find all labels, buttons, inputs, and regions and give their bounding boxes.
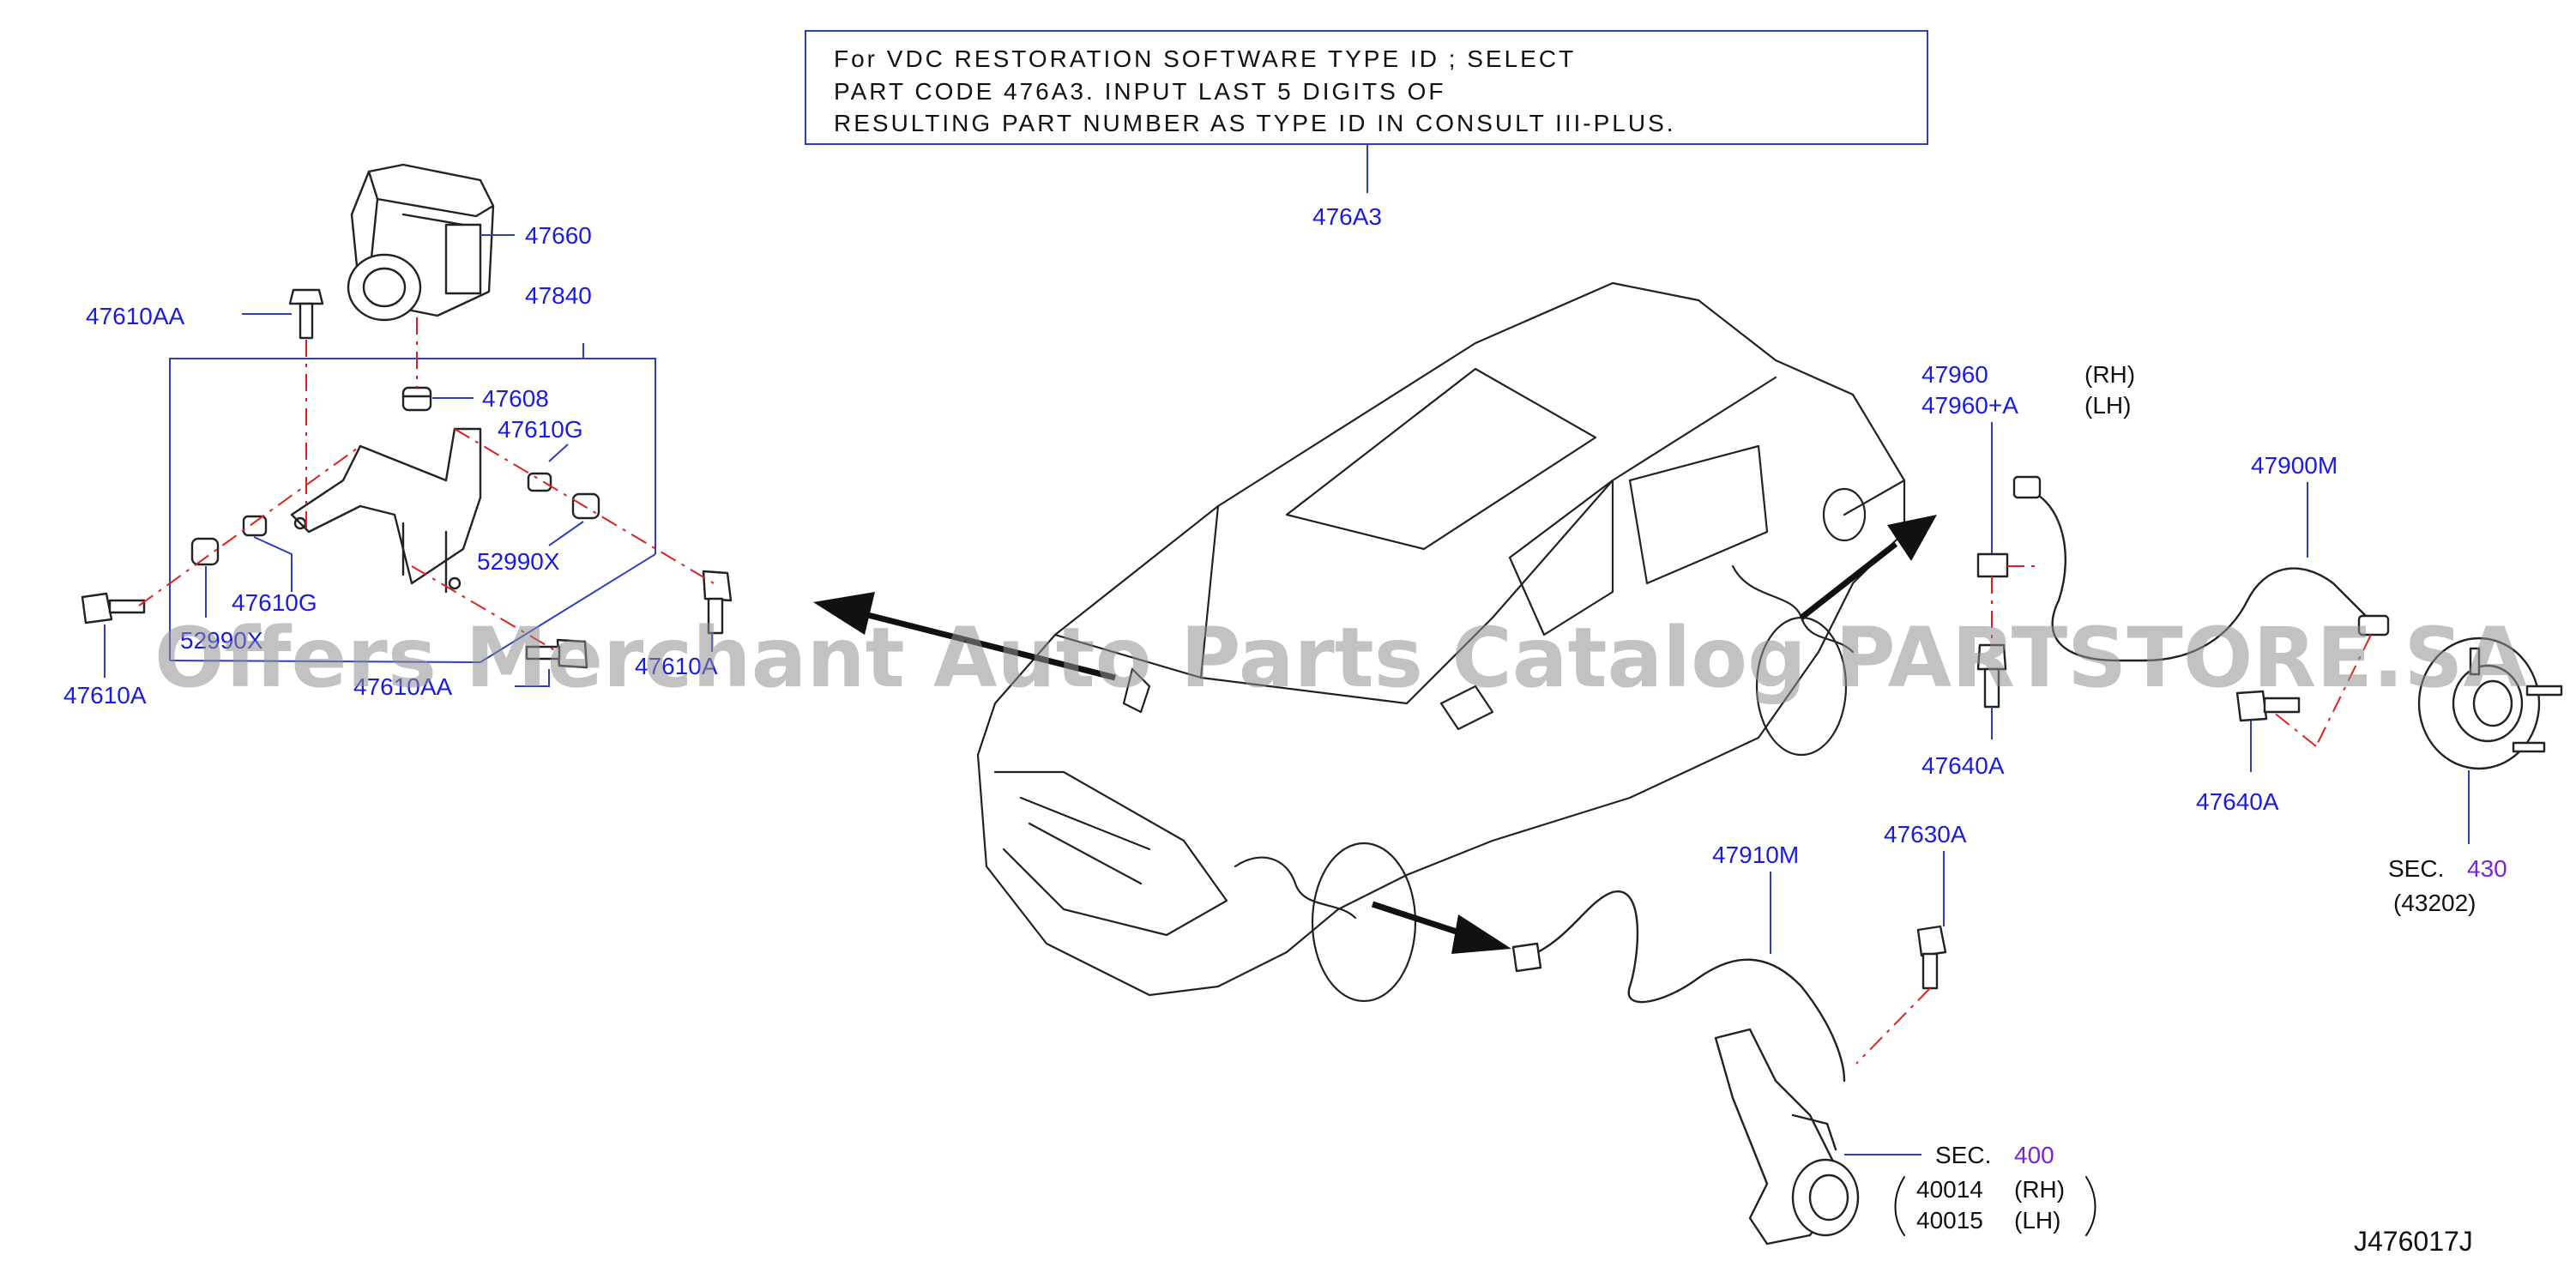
wheel-hub: [2417, 636, 2563, 770]
note-box: For VDC RESTORATION SOFTWARE TYPE ID ; S…: [805, 30, 1928, 230]
label-47840: 47840: [525, 282, 592, 309]
watermark: Offers Merchant Auto Parts Catalog PARTS…: [154, 610, 2527, 706]
bolt-47610A-left: [81, 592, 146, 624]
label-40015: 40015: [1916, 1207, 1983, 1234]
label-43202: (43202): [2393, 890, 2476, 916]
label-rh-2: (RH): [2014, 1176, 2065, 1203]
label-47610G-left: 47610G: [232, 589, 317, 616]
label-sec-400-word: SEC.: [1935, 1142, 1991, 1168]
figure-reference: J476017J: [2354, 1226, 2473, 1257]
label-47630A: 47630A: [1884, 821, 1967, 848]
label-sec-430: 430: [2467, 855, 2507, 882]
label-47610AA-top: 47610AA: [86, 303, 185, 329]
arrow-left: [813, 592, 1116, 681]
bolt-47610A-right: [702, 570, 733, 635]
bracket: [290, 427, 482, 594]
label-52990X-left: 52990X: [180, 627, 263, 654]
note-line-1: For VDC RESTORATION SOFTWARE TYPE ID ; S…: [834, 45, 1576, 72]
grommet-47608: [401, 386, 432, 412]
label-rh: (RH): [2084, 361, 2135, 388]
arrow-right-rear: [1799, 515, 1937, 620]
bushing-right: [527, 472, 600, 520]
steering-knuckle: [1714, 1028, 1860, 1246]
actuator-group: 47660 47610AA 47840 47608 47610G: [63, 163, 733, 709]
note-line-3: RESULTING PART NUMBER AS TYPE ID IN CONS…: [834, 110, 1676, 136]
label-47640A-1: 47640A: [1921, 752, 2005, 779]
rear-sensor-group: 47960 47960+A (RH) (LH) 47640A: [1921, 361, 2146, 779]
label-47610AA-bottom: 47610AA: [353, 673, 453, 700]
label-476A3: 476A3: [1312, 203, 1382, 230]
label-47610G-right: 47610G: [498, 416, 583, 443]
label-47900M: 47900M: [2251, 452, 2338, 479]
label-40014: 40014: [1916, 1176, 1983, 1203]
label-47610A-left: 47610A: [63, 682, 147, 709]
bolt-47610AA-bottom: [525, 638, 588, 669]
label-47640A-2: 47640A: [2196, 788, 2279, 815]
label-47608: 47608: [482, 385, 549, 412]
bushing-left: [190, 515, 268, 566]
hub-sensor-group: 47900M 47640A SEC. 430 (43202): [2143, 452, 2563, 916]
vehicle-outline: [976, 281, 1906, 1003]
actuator-unit: [347, 163, 495, 322]
label-sec-430-word: SEC.: [2388, 855, 2444, 882]
label-52990X-right: 52990X: [477, 548, 560, 575]
label-47610A-right: 47610A: [635, 653, 718, 679]
label-lh-2: (LH): [2014, 1207, 2060, 1234]
label-47910M: 47910M: [1712, 842, 1799, 868]
label-47960A: 47960+A: [1921, 392, 2018, 419]
label-lh: (LH): [2084, 392, 2131, 419]
label-47660: 47660: [525, 222, 592, 249]
bolt-47610AA-top: [288, 288, 324, 340]
label-47960: 47960: [1921, 361, 1988, 388]
front-sensor-group: 47910M 47630A SEC. 400 40014 (RH) 40015 …: [1511, 821, 2096, 1246]
note-line-2: PART CODE 476A3. INPUT LAST 5 DIGITS OF: [834, 78, 1446, 105]
label-sec-400: 400: [2014, 1142, 2054, 1168]
arrow-front: [1371, 901, 1511, 954]
